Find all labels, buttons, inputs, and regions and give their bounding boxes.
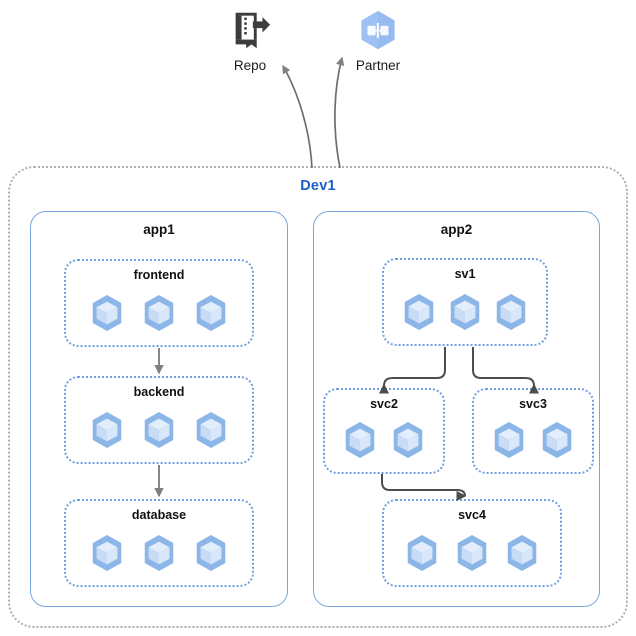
frontend-title: frontend bbox=[133, 268, 185, 282]
service-box-svc2[interactable]: svc2 bbox=[323, 388, 445, 474]
svc3-title: svc3 bbox=[519, 397, 547, 411]
pod-icon[interactable] bbox=[192, 410, 230, 450]
svc2-pod-row bbox=[325, 420, 443, 460]
sv1-pod-row bbox=[384, 292, 546, 332]
pod-icon[interactable] bbox=[400, 292, 438, 332]
svc4-pod-row bbox=[384, 533, 560, 573]
svc4-title: svc4 bbox=[458, 508, 486, 522]
pod-icon[interactable] bbox=[88, 410, 126, 450]
pod-icon[interactable] bbox=[140, 533, 178, 573]
backend-title: backend bbox=[133, 385, 185, 399]
edge-dev1-to-repo bbox=[282, 64, 313, 169]
pod-icon[interactable] bbox=[538, 420, 576, 460]
pod-icon[interactable] bbox=[192, 293, 230, 333]
pod-icon[interactable] bbox=[389, 420, 427, 460]
pod-icon[interactable] bbox=[503, 533, 541, 573]
cluster-title: Dev1 bbox=[300, 178, 336, 194]
pod-icon[interactable] bbox=[192, 533, 230, 573]
backend-pod-row bbox=[66, 410, 252, 450]
external-node-partner[interactable]: Partner bbox=[333, 8, 423, 74]
edge-dev1-to-partner bbox=[334, 56, 345, 169]
svc2-title: svc2 bbox=[370, 397, 398, 411]
sv1-title: sv1 bbox=[454, 267, 476, 281]
pod-icon[interactable] bbox=[446, 292, 484, 332]
service-box-frontend[interactable]: frontend bbox=[64, 259, 254, 347]
pod-icon[interactable] bbox=[453, 533, 491, 573]
database-pod-row bbox=[66, 533, 252, 573]
repo-label: Repo bbox=[233, 58, 267, 73]
partner-label: Partner bbox=[355, 58, 401, 73]
service-box-svc4[interactable]: svc4 bbox=[382, 499, 562, 587]
service-box-database[interactable]: database bbox=[64, 499, 254, 587]
app1-title: app1 bbox=[143, 222, 175, 237]
pod-icon[interactable] bbox=[140, 293, 178, 333]
pod-icon[interactable] bbox=[490, 420, 528, 460]
pod-icon[interactable] bbox=[88, 293, 126, 333]
external-node-repo[interactable]: Repo bbox=[205, 8, 295, 74]
partner-hexagon-icon bbox=[361, 10, 395, 50]
frontend-pod-row bbox=[66, 293, 252, 333]
app2-title: app2 bbox=[440, 222, 473, 237]
app-box-app1[interactable]: app1 bbox=[30, 211, 288, 607]
pod-icon[interactable] bbox=[140, 410, 178, 450]
database-title: database bbox=[131, 508, 187, 522]
service-box-sv1[interactable]: sv1 bbox=[382, 258, 548, 346]
svc3-pod-row bbox=[474, 420, 592, 460]
app-box-app2[interactable]: app2 bbox=[313, 211, 600, 607]
repo-icon bbox=[235, 12, 271, 49]
pod-icon[interactable] bbox=[492, 292, 530, 332]
service-box-backend[interactable]: backend bbox=[64, 376, 254, 464]
pod-icon[interactable] bbox=[88, 533, 126, 573]
pod-icon[interactable] bbox=[341, 420, 379, 460]
cluster-dev1[interactable]: Dev1 bbox=[8, 166, 628, 628]
service-box-svc3[interactable]: svc3 bbox=[472, 388, 594, 474]
pod-icon[interactable] bbox=[403, 533, 441, 573]
